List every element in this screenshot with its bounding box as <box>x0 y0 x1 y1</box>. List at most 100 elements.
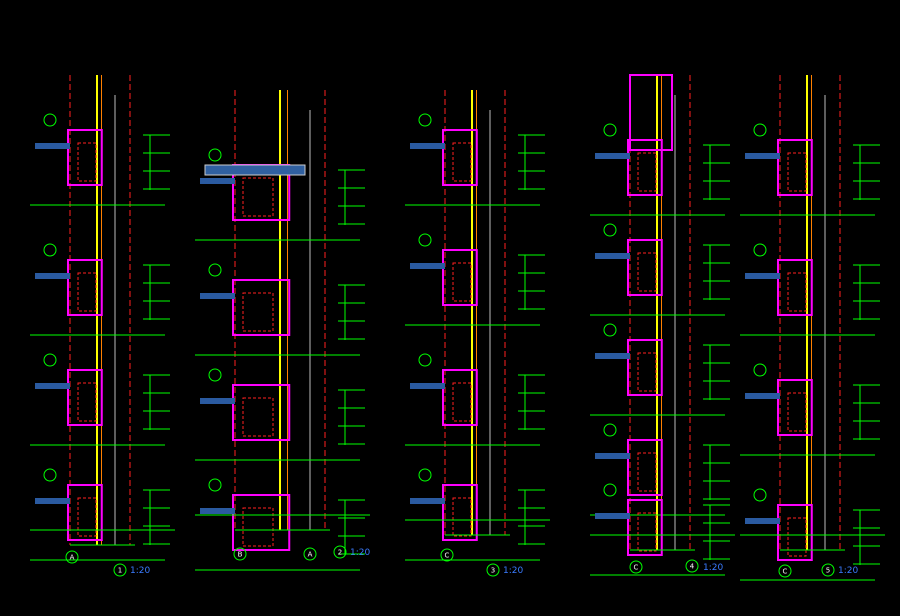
section-5-wall-box-1 <box>777 259 813 316</box>
section-3-detail-callout-0 <box>418 113 432 127</box>
section-2-window-2 <box>242 397 274 437</box>
section-5-scale: 1:20 <box>838 566 859 576</box>
section-4-detail-callout-1 <box>603 223 617 237</box>
section-4-slab-3 <box>595 453 630 459</box>
section-5-wall-box-2 <box>777 379 813 436</box>
section-2-slab-1 <box>200 293 235 299</box>
section-4-axis-0-label: C <box>634 564 639 572</box>
section-5-title-label: 5 <box>826 567 830 575</box>
section-1-slab-2 <box>35 383 70 389</box>
section-5-window-3 <box>787 517 807 557</box>
section-2-axis-0-label: B <box>238 551 243 559</box>
section-4-parapet <box>629 74 673 151</box>
section-2-title-label: 2 <box>338 549 342 557</box>
section-1-window-0 <box>77 142 97 182</box>
section-1-axis-0-bubble <box>65 550 79 564</box>
section-2-scale: 1:20 <box>350 548 371 558</box>
section-4-scale: 1:20 <box>703 563 724 573</box>
section-4-window-3 <box>637 452 657 492</box>
section-3-detail-callout-2 <box>418 353 432 367</box>
section-1-window-1 <box>77 272 97 312</box>
section-5-wall-box-0 <box>777 139 813 196</box>
section-3-axis-0-bubble <box>440 548 454 562</box>
section-5-axis-0-bubble <box>778 564 792 578</box>
section-3-slab-2 <box>410 383 445 389</box>
section-3-slab-3 <box>410 498 445 504</box>
section-5-wall-box-3 <box>777 504 813 561</box>
section-5-detail-callout-2 <box>753 363 767 377</box>
section-4-wall-box-1 <box>627 239 663 296</box>
section-1-title-label: 1 <box>118 567 122 575</box>
section-3-slab-1 <box>410 263 445 269</box>
section-4-window-2 <box>637 352 657 392</box>
section-3-detail-callout-3 <box>418 468 432 482</box>
section-4-wall-box-0 <box>627 139 663 196</box>
section-3-wall-box-0 <box>442 129 478 186</box>
section-2-slab-2 <box>200 398 235 404</box>
section-5-slab-0 <box>745 153 780 159</box>
section-1-slab-1 <box>35 273 70 279</box>
section-4-slab-1 <box>595 253 630 259</box>
section-3-window-1 <box>452 262 472 302</box>
section-5-window-0 <box>787 152 807 192</box>
section-2-wall-box-2 <box>232 384 291 441</box>
section-2-axis-1-label: A <box>308 551 313 559</box>
section-2-slab-0 <box>200 178 235 184</box>
section-4-title-label: 4 <box>690 563 695 571</box>
section-4-window-1 <box>637 252 657 292</box>
section-2-detail-callout-2 <box>208 368 222 382</box>
section-1-window-3 <box>77 497 97 537</box>
section-3-window-2 <box>452 382 472 422</box>
section-1-scale: 1:20 <box>130 566 151 576</box>
section-3-window-3 <box>452 497 472 537</box>
section-3-window-0 <box>452 142 472 182</box>
section-4-window-0 <box>637 152 657 192</box>
section-5-detail-callout-1 <box>753 243 767 257</box>
section-4-detail-callout-2 <box>603 323 617 337</box>
section-4-detail-callout-3 <box>603 423 617 437</box>
section-2-axis-1-bubble <box>303 547 317 561</box>
section-5-detail-callout-3 <box>753 488 767 502</box>
section-2-detail-callout-1 <box>208 263 222 277</box>
section-1-detail-callout-0 <box>43 113 57 127</box>
section-1-wall-box-1 <box>67 259 103 316</box>
section-3-slab-0 <box>410 143 445 149</box>
section-5-axis-0-label: C <box>783 568 788 576</box>
section-3-scale: 1:20 <box>503 566 524 576</box>
section-1-axis-0-label: A <box>70 554 75 562</box>
section-3-wall-box-3 <box>442 484 478 541</box>
section-5-window-1 <box>787 272 807 312</box>
section-2-title-bubble <box>333 545 347 559</box>
section-3-wall-box-1 <box>442 249 478 306</box>
section-4-title-bubble <box>685 559 699 573</box>
section-4-detail-callout-0 <box>603 123 617 137</box>
section-4-axis-0-bubble <box>629 560 643 574</box>
section-2-window-0 <box>242 177 274 217</box>
section-2-axis-0-bubble <box>233 547 247 561</box>
section-4-slab-0 <box>595 153 630 159</box>
section-2-window-3 <box>242 507 274 547</box>
section-2-window-1 <box>242 292 274 332</box>
section-1-wall-box-0 <box>67 129 103 186</box>
section-1-title-bubble <box>113 563 127 577</box>
section-3-title-label: 3 <box>491 567 495 575</box>
section-3-axis-0-label: C <box>445 552 450 560</box>
section-4-slab-4 <box>595 513 630 519</box>
section-1-detail-callout-1 <box>43 243 57 257</box>
section-3-detail-callout-1 <box>418 233 432 247</box>
section-4-wall-box-3 <box>627 439 663 496</box>
section-1-slab-0 <box>35 143 70 149</box>
section-1-wall-box-2 <box>67 369 103 426</box>
section-5-slab-3 <box>745 518 780 524</box>
section-3-wall-box-2 <box>442 369 478 426</box>
section-1-wall-box-3 <box>67 484 103 541</box>
section-2-detail-callout-0 <box>208 148 222 162</box>
section-2-detail-callout-3 <box>208 478 222 492</box>
section-2-wall-box-1 <box>232 279 291 336</box>
section-5-slab-2 <box>745 393 780 399</box>
section-2-roof-slab <box>204 164 306 176</box>
section-5-slab-1 <box>745 273 780 279</box>
section-1-detail-callout-3 <box>43 468 57 482</box>
section-1-slab-3 <box>35 498 70 504</box>
